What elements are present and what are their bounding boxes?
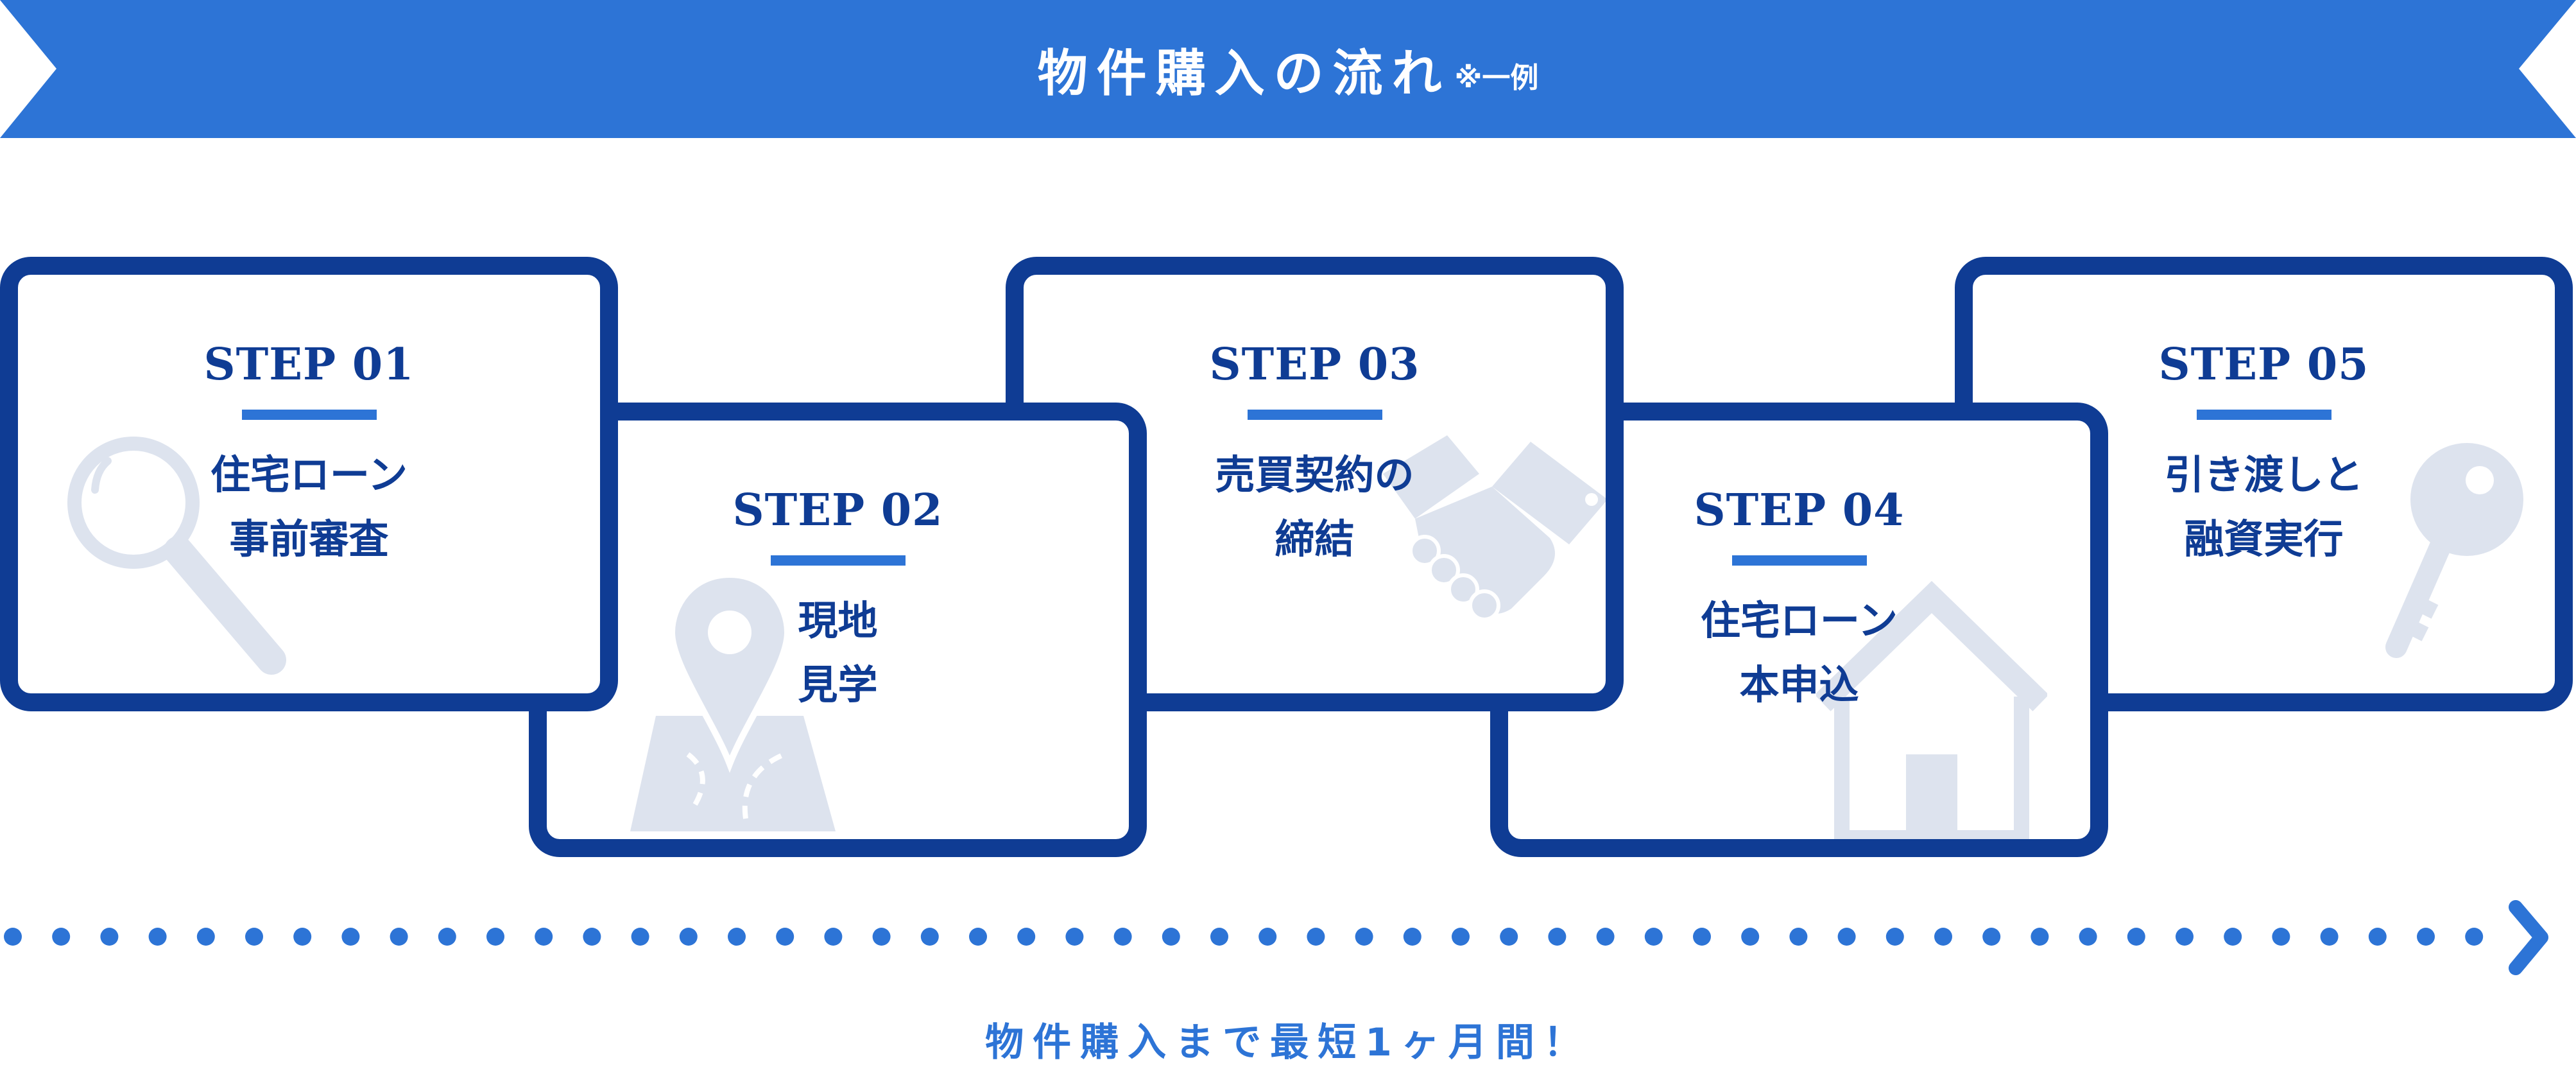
house-icon xyxy=(1816,580,2047,839)
timeline-dot xyxy=(535,928,553,946)
timeline-dot xyxy=(969,928,987,946)
timeline-dot xyxy=(196,928,215,946)
timeline-dot xyxy=(1500,928,1518,946)
timeline-dot xyxy=(148,928,167,946)
step-card-01: STEP 01 住宅ローン 事前審査 xyxy=(0,257,618,711)
step-underline xyxy=(2196,410,2331,420)
timeline-dot xyxy=(2320,928,2339,946)
timeline-dot xyxy=(293,928,312,946)
magnifier-icon xyxy=(67,437,286,675)
timeline-dot xyxy=(824,928,843,946)
timeline-dot xyxy=(1548,928,1567,946)
step-label: STEP 05 xyxy=(2158,339,2369,390)
timeline-dot xyxy=(1741,928,1760,946)
timeline-dot xyxy=(2127,928,2145,946)
timeline-dot xyxy=(2031,928,2049,946)
timeline-dot xyxy=(2465,928,2484,946)
step-description: 売買契約の 締結 xyxy=(1215,451,1414,562)
step-card-02: STEP 02 現地 見学 xyxy=(529,403,1147,857)
timeline-dot xyxy=(920,928,939,946)
step-label: STEP 04 xyxy=(1694,485,1905,536)
timeline-dot xyxy=(1210,928,1228,946)
duration-note: 物件購入まで最短1ヶ月間！ xyxy=(985,1020,1591,1065)
timeline-dot xyxy=(1837,928,1856,946)
timeline-dot xyxy=(1693,928,1711,946)
timeline-dot xyxy=(1644,928,1663,946)
step-label: STEP 02 xyxy=(732,485,943,536)
title-note: ※一例 xyxy=(1454,61,1539,94)
timeline-dot xyxy=(776,928,794,946)
timeline-dot xyxy=(1982,928,2001,946)
timeline-dot xyxy=(1065,928,1084,946)
timeline-dot xyxy=(1162,928,1180,946)
title-banner: 物件購入の流れ ※一例 xyxy=(0,0,2576,138)
page-title: 物件購入の流れ xyxy=(1037,44,1451,103)
step-underline xyxy=(1247,410,1382,420)
timeline-dot xyxy=(1403,928,1421,946)
timeline-dot xyxy=(486,928,504,946)
timeline-dot xyxy=(1017,928,1036,946)
timeline-dot xyxy=(2079,928,2097,946)
key-icon xyxy=(2385,443,2523,658)
step-description: 現地 見学 xyxy=(798,597,878,708)
timeline-dot xyxy=(872,928,891,946)
timeline-dot xyxy=(341,928,360,946)
step-description: 住宅ローン 事前審査 xyxy=(210,451,408,562)
timeline-dot xyxy=(1258,928,1277,946)
timeline-dot xyxy=(2272,928,2290,946)
timeline-dot xyxy=(52,928,71,946)
timeline-dot xyxy=(1452,928,1470,946)
timeline-dot xyxy=(728,928,746,946)
chevron-right-icon xyxy=(2509,900,2548,975)
timeline-dot xyxy=(679,928,698,946)
timeline-dot xyxy=(1113,928,1132,946)
timeline-dot xyxy=(1885,928,1904,946)
step-underline xyxy=(241,410,377,420)
timeline-dot xyxy=(100,928,119,946)
map-pin-icon xyxy=(630,571,836,831)
timeline-dot xyxy=(2368,928,2387,946)
timeline-dot xyxy=(2176,928,2194,946)
timeline-dot xyxy=(583,928,601,946)
step-label: STEP 03 xyxy=(1209,339,1420,390)
timeline-dot xyxy=(2224,928,2242,946)
handshake-icon xyxy=(1383,435,1606,621)
timeline-dot xyxy=(1596,928,1615,946)
timeline-dot xyxy=(390,928,408,946)
timeline-dot xyxy=(1934,928,1952,946)
timeline-dot xyxy=(2417,928,2435,946)
step-description: 住宅ローン 本申込 xyxy=(1701,597,1898,708)
step-underline xyxy=(1731,555,1867,566)
timeline-dot xyxy=(245,928,263,946)
step-underline xyxy=(770,555,906,566)
timeline-dots xyxy=(4,928,2484,946)
timeline-dot xyxy=(631,928,649,946)
timeline-dot xyxy=(1789,928,1808,946)
timeline-dot xyxy=(438,928,456,946)
timeline-dot xyxy=(1307,928,1325,946)
timeline-dot xyxy=(4,928,22,946)
ribbon-shape xyxy=(0,0,2576,138)
timeline-dot xyxy=(1355,928,1373,946)
step-label: STEP 01 xyxy=(203,339,415,390)
step-description: 引き渡しと 融資実行 xyxy=(2164,451,2364,562)
